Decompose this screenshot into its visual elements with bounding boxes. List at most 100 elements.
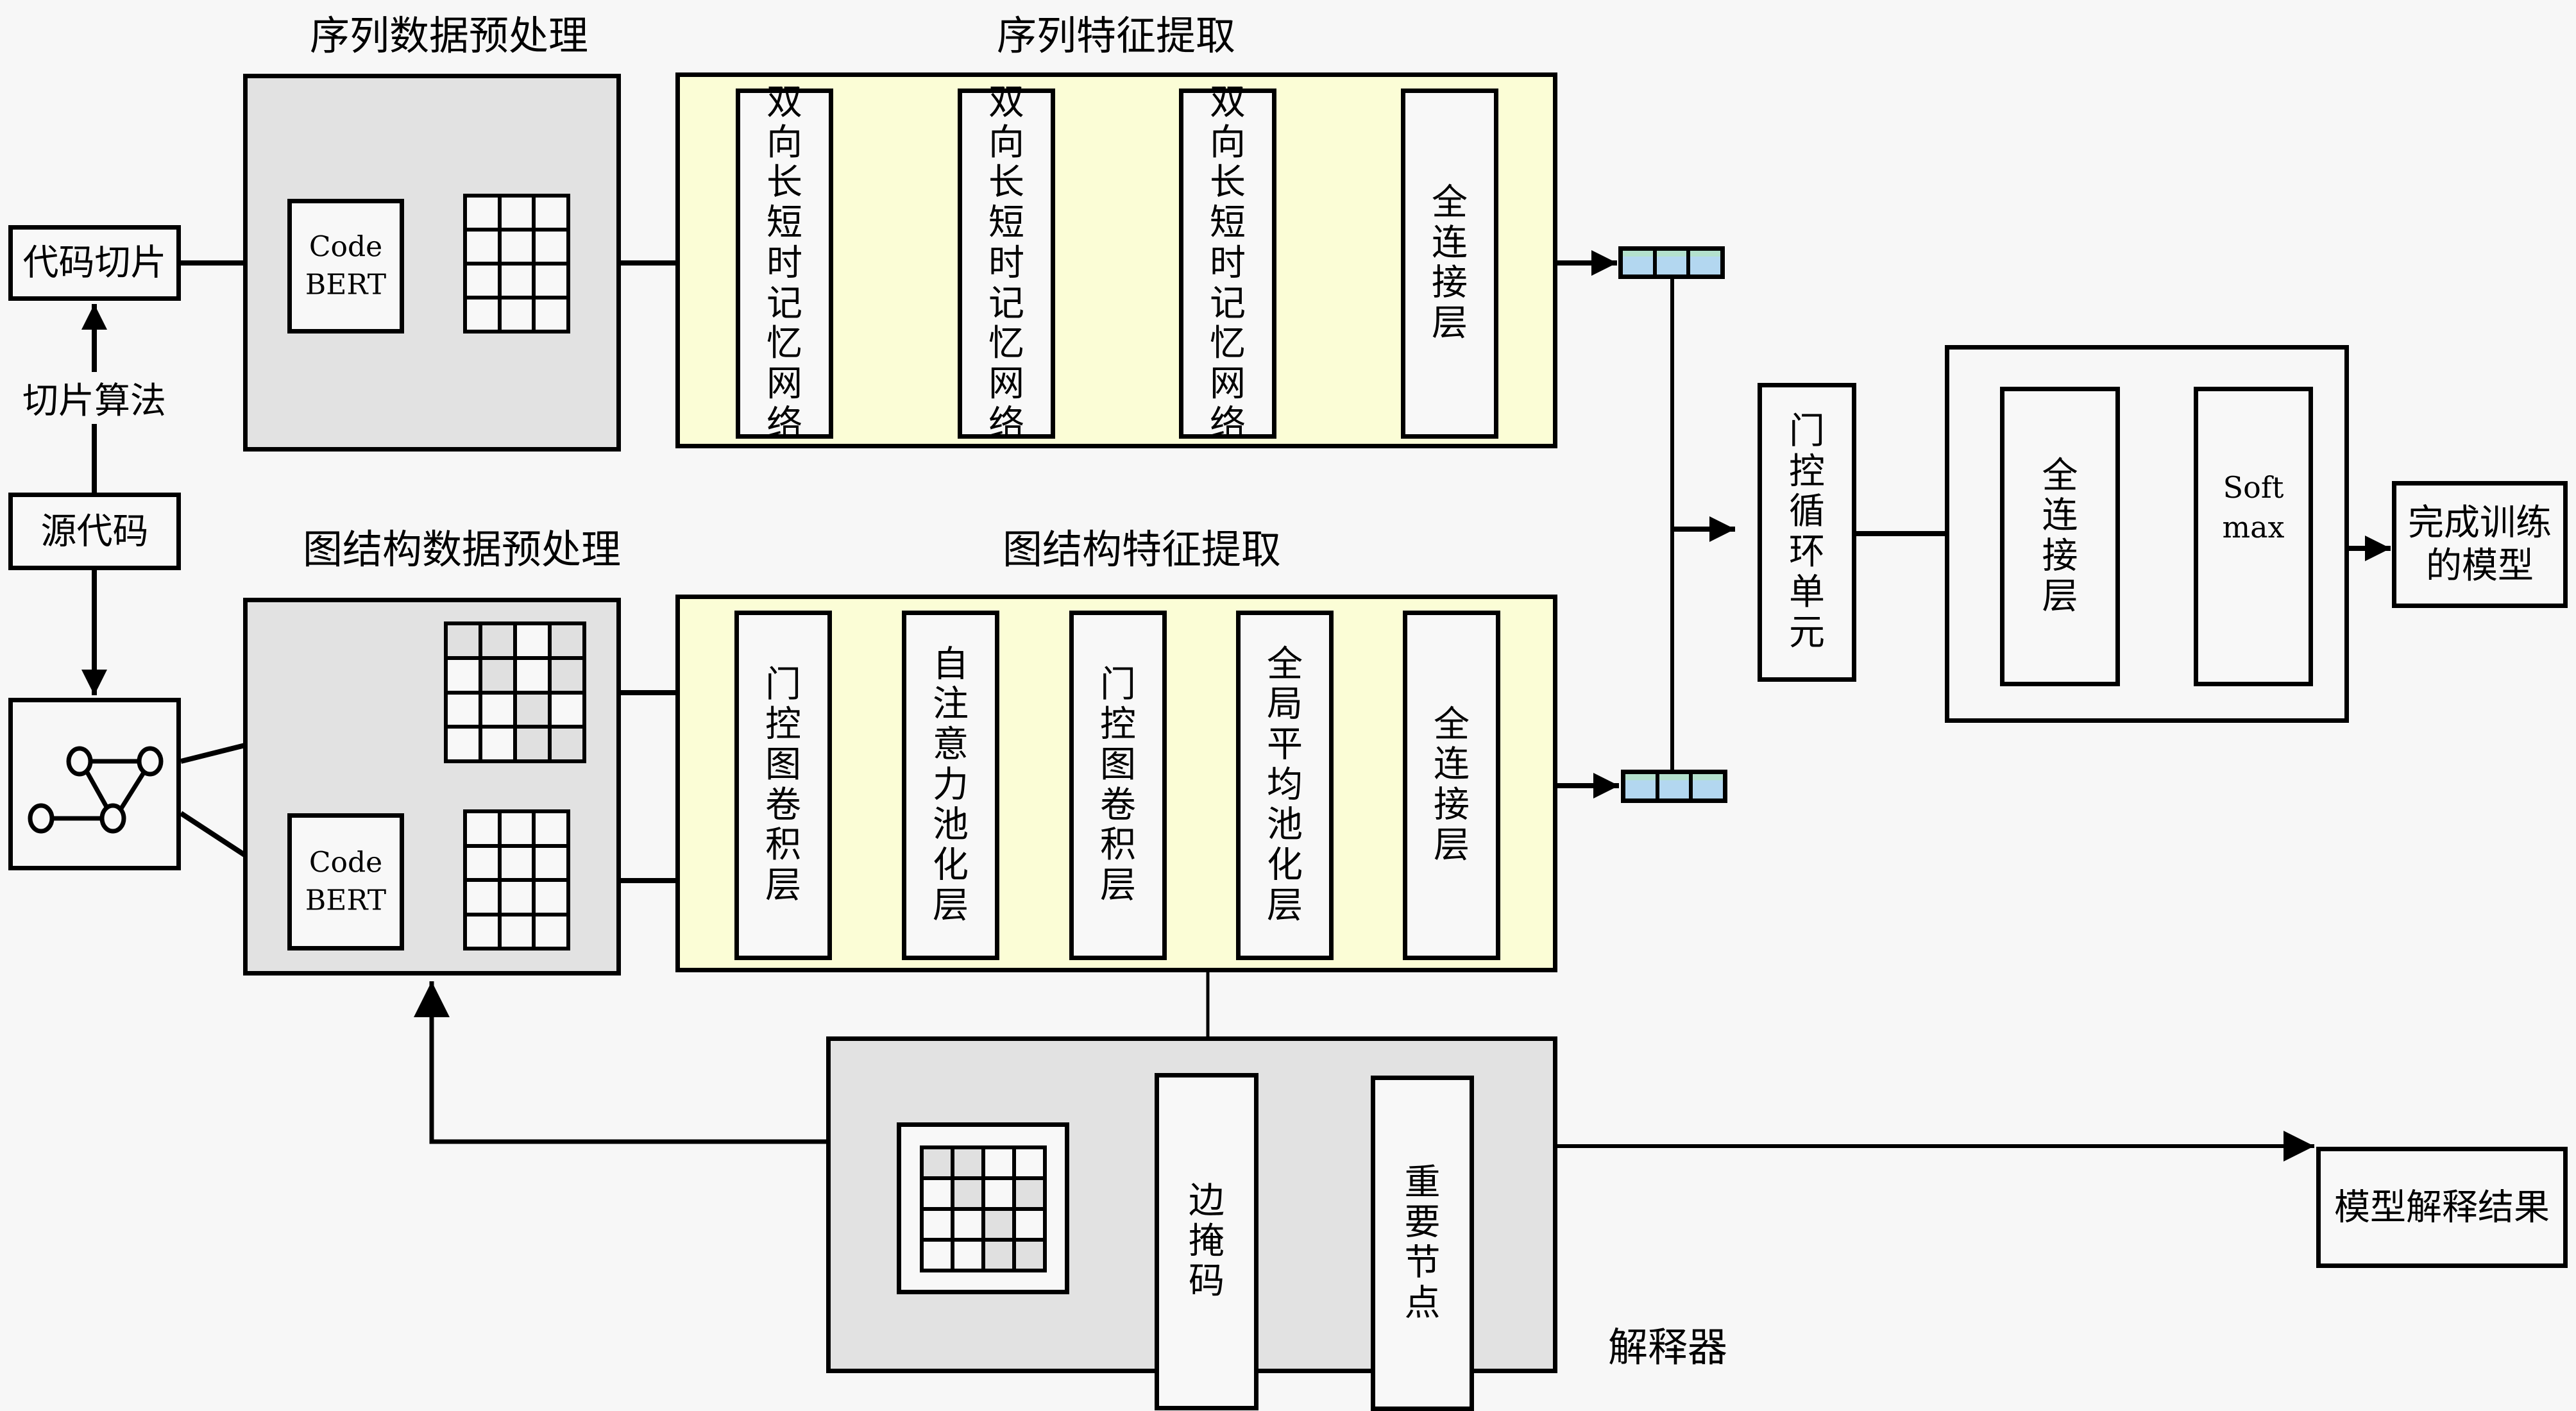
matrix-cell xyxy=(448,729,479,759)
source-code-label: 源代码 xyxy=(40,510,149,552)
slice-algorithm-label: 切片算法 xyxy=(19,372,169,424)
vector-cell xyxy=(1659,774,1690,798)
matrix-cell xyxy=(467,300,498,330)
matrix-cell xyxy=(536,232,566,262)
matrix-cell xyxy=(517,625,548,656)
matrix-cell xyxy=(1016,1211,1043,1238)
codebert-line2: BERT xyxy=(305,884,387,917)
graph-layer-label: 门控图卷积层 xyxy=(1100,663,1136,906)
graph-layer-box: 全连接层 xyxy=(1403,611,1500,960)
softmax-line1: Soft xyxy=(2223,470,2284,505)
matrix-cell xyxy=(536,882,566,913)
source-code-box: 源代码 xyxy=(8,493,181,570)
matrix-cell xyxy=(482,729,513,759)
trained-model-line2: 的模型 xyxy=(2426,545,2534,587)
graph-layer-box: 自注意力池化层 xyxy=(902,611,999,960)
graph-layer-label: 门控图卷积层 xyxy=(765,663,801,906)
trained-model-line1: 完成训练 xyxy=(2408,502,2552,544)
matrix-cell xyxy=(467,882,498,913)
gru-label: 门控循环单元 xyxy=(1789,410,1825,654)
vector-cell xyxy=(1623,251,1653,275)
edge-mask-box: 边掩码 xyxy=(1155,1073,1258,1410)
matrix-cell xyxy=(467,847,498,878)
arrow-explainer-feedback xyxy=(414,981,826,1144)
matrix-cell xyxy=(482,625,513,656)
matrix-cell xyxy=(536,813,566,844)
important-nodes-box: 重要节点 xyxy=(1371,1076,1474,1411)
classifier-fc-box: 全连接层 xyxy=(2000,387,2120,686)
graph-layer-box: 门控图卷积层 xyxy=(1069,611,1167,960)
matrix-cell xyxy=(552,625,582,656)
gru-box: 门控循环单元 xyxy=(1758,383,1856,682)
codebert-box-graph: Code BERT xyxy=(287,813,404,951)
sequence-layer-box: 双向长短时记忆网络 xyxy=(958,82,1055,444)
softmax-line2: max xyxy=(2222,510,2285,545)
codebert-line1: Code xyxy=(309,230,383,264)
sequence-layer-box: 双向长短时记忆网络 xyxy=(1179,82,1276,444)
matrix-cell xyxy=(954,1211,981,1238)
vector-cell xyxy=(1625,774,1656,798)
graph-layer-box: 全局平均池化层 xyxy=(1236,611,1334,960)
graph-layer-label: 自注意力池化层 xyxy=(933,643,969,927)
matrix-cell xyxy=(467,813,498,844)
vector-cell xyxy=(1656,251,1687,275)
important-nodes-label: 重要节点 xyxy=(1404,1162,1441,1324)
matrix-cell xyxy=(517,659,548,691)
matrix-cell xyxy=(1016,1149,1043,1176)
matrix-cell xyxy=(501,813,532,844)
matrix-cell xyxy=(501,266,532,296)
matrix-cell xyxy=(536,266,566,296)
matrix-cell xyxy=(482,694,513,725)
sequence-embedding-matrix xyxy=(463,194,570,334)
matrix-cell xyxy=(517,729,548,759)
graph-layer-label: 全局平均池化层 xyxy=(1267,643,1303,927)
matrix-cell xyxy=(985,1242,1012,1269)
matrix-cell xyxy=(517,694,548,725)
matrix-cell xyxy=(985,1149,1012,1176)
edge-mask-matrix xyxy=(920,1145,1047,1272)
sequence-layer-label: 全连接层 xyxy=(1432,182,1468,344)
matrix-cell xyxy=(501,232,532,262)
graph-layer-box: 门控图卷积层 xyxy=(734,611,832,960)
matrix-cell xyxy=(501,916,532,947)
matrix-cell xyxy=(467,266,498,296)
matrix-cell xyxy=(954,1242,981,1269)
matrix-cell xyxy=(954,1149,981,1176)
sequence-layer-box: 双向长短时记忆网络 xyxy=(736,82,833,444)
vector-cell xyxy=(1693,774,1724,798)
graph-features-title: 图结构特征提取 xyxy=(1002,526,1281,573)
matrix-cell xyxy=(924,1242,951,1269)
matrix-cell xyxy=(536,198,566,228)
matrix-cell xyxy=(448,625,479,656)
sequence-layer-box: 全连接层 xyxy=(1401,89,1498,439)
sequence-layer-label: 双向长短时记忆网络 xyxy=(1210,81,1246,445)
explanation-result-box: 模型解释结果 xyxy=(2316,1147,2568,1268)
sequence-layer-label: 双向长短时记忆网络 xyxy=(767,81,802,445)
vector-cell xyxy=(1690,251,1721,275)
matrix-cell xyxy=(985,1180,1012,1207)
sequence-layer-label: 双向长短时记忆网络 xyxy=(988,81,1024,445)
sequence-preprocess-title: 序列数据预处理 xyxy=(309,12,588,59)
codebert-line2: BERT xyxy=(305,269,387,301)
matrix-cell xyxy=(536,300,566,330)
matrix-cell xyxy=(536,847,566,878)
matrix-cell xyxy=(467,232,498,262)
matrix-cell xyxy=(552,694,582,725)
matrix-cell xyxy=(448,659,479,691)
matrix-cell xyxy=(448,694,479,725)
graph-feature-vector xyxy=(1621,770,1727,803)
classifier-fc-label: 全连接层 xyxy=(2042,455,2078,618)
code-slice-box: 代码切片 xyxy=(8,225,181,301)
matrix-cell xyxy=(985,1211,1012,1238)
matrix-cell xyxy=(924,1180,951,1207)
codebert-box-sequence: Code BERT xyxy=(287,199,404,334)
code-slice-label: 代码切片 xyxy=(22,242,167,284)
matrix-cell xyxy=(1016,1242,1043,1269)
matrix-cell xyxy=(482,659,513,691)
matrix-cell xyxy=(467,916,498,947)
matrix-cell xyxy=(1016,1180,1043,1207)
graph-icon xyxy=(28,746,164,834)
explainer-title: 解释器 xyxy=(1607,1324,1727,1371)
codebert-line1: Code xyxy=(309,846,383,879)
trained-model-box: 完成训练 的模型 xyxy=(2392,481,2568,608)
